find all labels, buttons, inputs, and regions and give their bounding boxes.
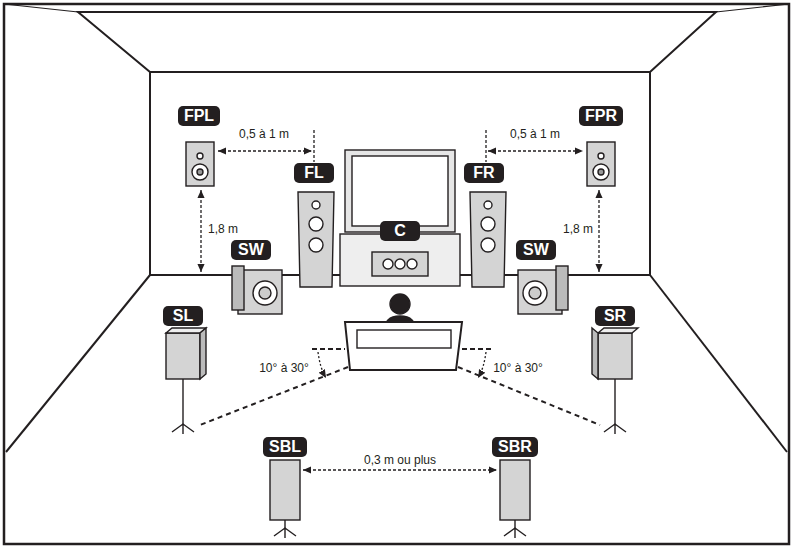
speaker-label: C — [394, 222, 406, 239]
speaker-tag: C — [380, 221, 420, 241]
speaker-tag: SR — [595, 306, 635, 326]
dimension-label: 10° à 30° — [491, 362, 545, 375]
speaker-label: FPR — [585, 107, 617, 124]
dimension-label: 0,3 m ou plus — [362, 454, 438, 467]
speaker-label: SBL — [269, 438, 301, 455]
dimension-label: 0,5 à 1 m — [237, 128, 291, 141]
dimension-label: 1,8 m — [206, 223, 240, 236]
speaker-label: SBR — [498, 438, 532, 455]
speaker-label: SL — [173, 307, 193, 324]
speaker-label: SW — [238, 241, 264, 258]
speaker-tag: SBR — [492, 437, 538, 457]
speaker-tag: FL — [294, 163, 334, 183]
speaker-label: FL — [304, 164, 324, 181]
dimension-label: 0,5 à 1 m — [508, 128, 562, 141]
dimension-label: 1,8 m — [561, 223, 595, 236]
speaker-tag: SBL — [263, 437, 307, 457]
speaker-tag: FR — [464, 163, 504, 183]
speaker-tag: SL — [163, 306, 203, 326]
speaker-label: SR — [604, 307, 626, 324]
speaker-tag: SW — [516, 240, 556, 260]
speaker-tag: FPL — [178, 106, 220, 126]
dimension-label: 10° à 30° — [257, 362, 311, 375]
speaker-tag: FPR — [579, 106, 623, 126]
speaker-label: FPL — [184, 107, 214, 124]
speaker-label: FR — [473, 164, 494, 181]
speaker-label: SW — [523, 241, 549, 258]
speaker-tag: SW — [231, 240, 271, 260]
